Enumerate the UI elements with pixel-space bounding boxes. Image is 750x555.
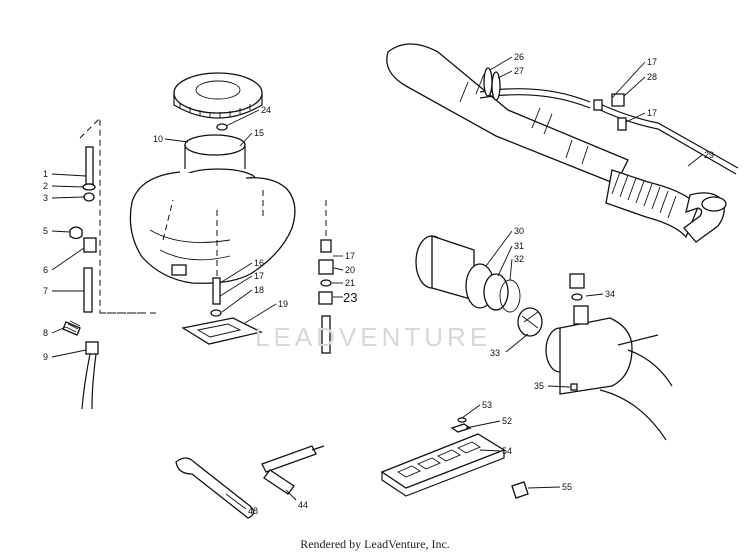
part-34-fitting	[573, 305, 589, 325]
part-16-tube	[212, 277, 221, 305]
part-29-hose	[597, 102, 739, 169]
callout-8: 8	[43, 328, 48, 338]
callout-26: 26	[514, 52, 524, 62]
part-20-fitting	[318, 259, 334, 275]
footer-credit: Rendered by LeadVenture, Inc.	[300, 537, 450, 551]
callout-labels: 1 2 3 5 6 7 8 9 10 15 24 16 17 18 19 17 …	[43, 52, 714, 516]
leaders-blower	[485, 230, 604, 388]
callout-33: 33	[490, 348, 500, 358]
part-3-nut	[83, 192, 95, 202]
part-7-tube	[83, 267, 93, 313]
part-23-nut	[318, 291, 333, 305]
callout-3: 3	[43, 193, 48, 203]
callout-15: 15	[254, 128, 264, 138]
callout-2: 2	[43, 181, 48, 191]
callout-17-middle: 17	[345, 251, 355, 261]
leaders-tank	[164, 109, 277, 324]
part-55-plug	[511, 481, 529, 499]
tank-body	[129, 171, 296, 284]
part-17-cap	[320, 239, 332, 253]
part-18-washer	[210, 309, 222, 317]
part-1-tube	[85, 146, 94, 185]
left-parts-column	[62, 146, 99, 410]
callout-48: 48	[248, 506, 258, 516]
callout-1: 1	[43, 169, 48, 179]
callout-35: 35	[534, 381, 544, 391]
part-34-cap	[569, 273, 585, 289]
assembly-outline	[79, 116, 160, 314]
callout-27: 27	[514, 66, 524, 76]
callout-17-tank: 17	[254, 271, 264, 281]
part-6-fitting	[83, 237, 97, 253]
part-17-fitting-lower	[617, 117, 627, 131]
callout-23: 23	[343, 290, 357, 305]
leaders-left	[51, 173, 87, 358]
part-28-valve	[611, 93, 625, 107]
main-pipe	[386, 43, 629, 185]
part-9-fitting	[85, 341, 99, 355]
callout-10: 10	[153, 134, 163, 144]
outlet-pipe	[599, 389, 667, 441]
callout-17-upper: 17	[647, 57, 657, 67]
watermark: LEADVENTURE	[255, 322, 492, 352]
callout-24: 24	[261, 105, 271, 115]
callout-6: 6	[43, 265, 48, 275]
callout-20: 20	[345, 265, 355, 275]
part-27-clamp	[491, 71, 501, 101]
callout-18: 18	[254, 285, 264, 295]
part-5-clamp	[69, 226, 83, 240]
tank-cap	[173, 72, 263, 114]
part-52-clip	[450, 423, 472, 433]
part-44-socket	[261, 445, 317, 473]
callout-44: 44	[298, 500, 308, 510]
callout-32: 32	[514, 254, 524, 264]
callout-16: 16	[254, 258, 264, 268]
callout-19: 19	[278, 299, 288, 309]
callout-53: 53	[482, 400, 492, 410]
tank-valve	[171, 264, 187, 276]
part-9-hose	[81, 353, 91, 410]
callout-9: 9	[43, 352, 48, 362]
callout-21: 21	[345, 278, 355, 288]
pump-housing	[559, 317, 633, 395]
callout-34: 34	[605, 289, 615, 299]
leaders-bottom	[225, 404, 561, 510]
callout-31: 31	[514, 241, 524, 251]
leaders-hose	[489, 56, 703, 167]
elbow-clamp	[701, 196, 727, 212]
callout-7: 7	[43, 286, 48, 296]
callout-17-lower: 17	[647, 108, 657, 118]
callout-28: 28	[647, 72, 657, 82]
part-24-gasket	[216, 123, 228, 131]
bellows-hose	[605, 169, 699, 239]
callout-30: 30	[514, 226, 524, 236]
callout-52: 52	[502, 416, 512, 426]
part-53-screw	[457, 417, 467, 423]
callout-54: 54	[502, 446, 512, 456]
tray-and-tools	[175, 417, 529, 519]
part-48-wrench	[175, 457, 255, 519]
strainer-top	[184, 134, 246, 156]
part-54-tray	[380, 433, 506, 489]
part-26-clamp	[483, 67, 493, 97]
part-2-washer	[82, 183, 96, 191]
blower-nozzle-assembly	[415, 235, 673, 441]
callout-55: 55	[562, 482, 572, 492]
middle-parts-column	[318, 200, 344, 354]
part-35-screw	[570, 383, 578, 391]
part-31-nut	[483, 273, 509, 311]
part-23-tube	[321, 315, 331, 354]
callout-29: 29	[704, 150, 714, 160]
fuel-tank-assembly	[129, 72, 296, 345]
hose-pipe-assembly	[386, 43, 739, 243]
part-19-plate	[181, 317, 263, 345]
part-17-fitting-upper	[593, 99, 603, 111]
part-21-washer	[320, 279, 332, 287]
callout-5: 5	[43, 226, 48, 236]
